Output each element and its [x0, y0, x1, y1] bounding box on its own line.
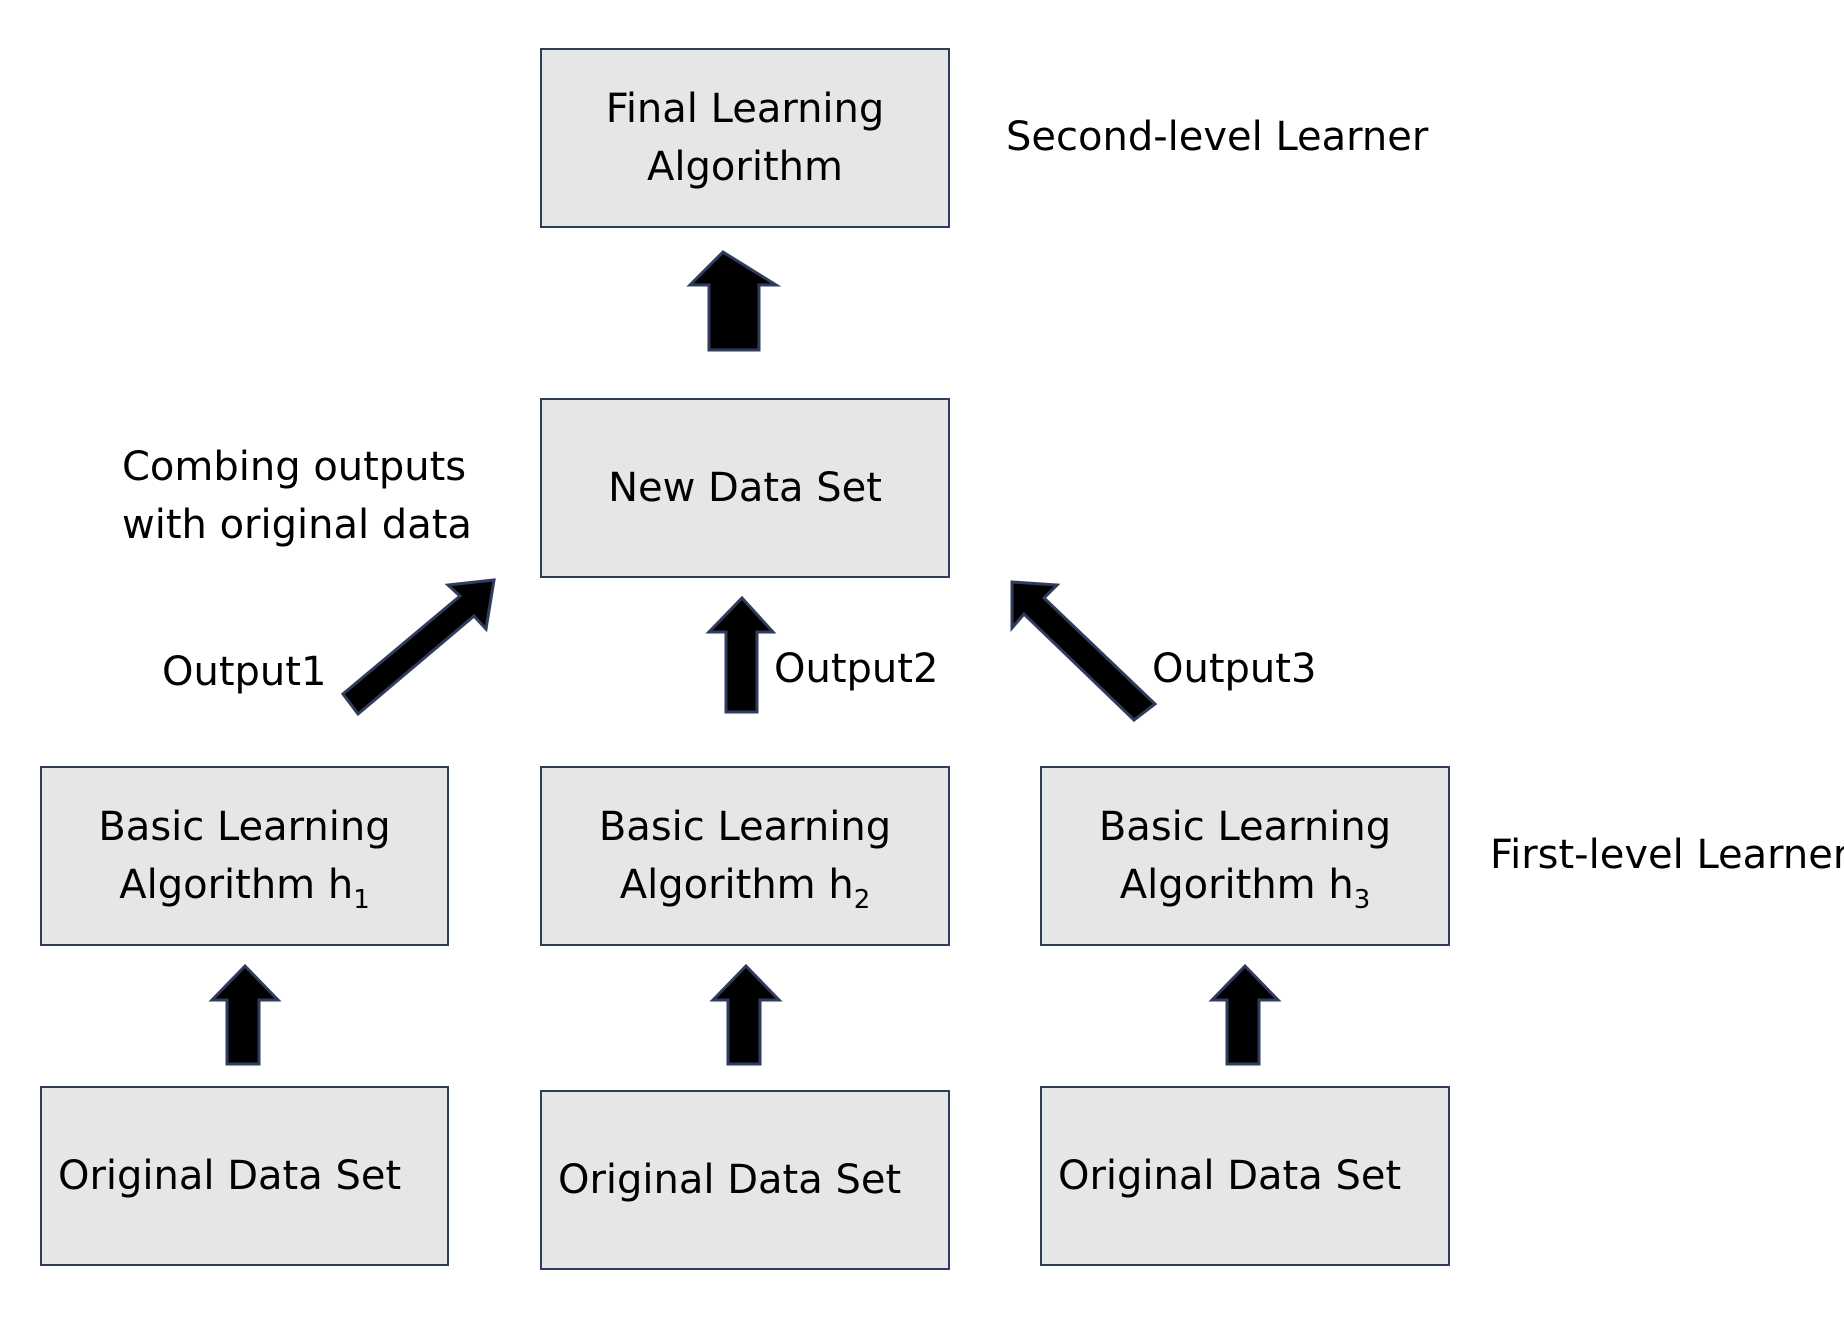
orig3-label: Original Data Set: [1058, 1153, 1402, 1199]
original-data-set-box-1: Original Data Set: [40, 1086, 449, 1266]
basic-learning-algorithm-h1-box: Basic Learning Algorithm h1: [40, 766, 449, 946]
final-box-line2: Algorithm: [647, 144, 843, 190]
output3-label: Output3: [1152, 646, 1317, 692]
basic1-line2: Algorithm h1: [119, 856, 370, 914]
orig1-label: Original Data Set: [58, 1153, 402, 1199]
arrow-orig1-to-basic1: [208, 963, 282, 1066]
final-learning-algorithm-box: Final Learning Algorithm: [540, 48, 950, 228]
basic-learning-algorithm-h3-box: Basic Learning Algorithm h3: [1040, 766, 1450, 946]
basic2-line1: Basic Learning: [598, 804, 892, 850]
arrow-orig3-to-basic3: [1208, 963, 1282, 1066]
basic1-line2-text: Algorithm h: [119, 862, 354, 908]
basic2-subscript: 2: [853, 885, 871, 915]
first-level-learner-label: First-level Learner: [1490, 832, 1844, 878]
orig2-label: Original Data Set: [558, 1157, 902, 1203]
basic1-subscript: 1: [353, 885, 370, 915]
new-data-set-box: New Data Set: [540, 398, 950, 578]
original-data-set-box-3: Original Data Set: [1040, 1086, 1450, 1266]
arrow-new-to-final: [686, 250, 782, 352]
combining-line2: with original data: [122, 502, 472, 548]
original-data-set-box-2: Original Data Set: [540, 1090, 950, 1270]
basic1-line1: Basic Learning: [98, 804, 391, 850]
arrow-orig2-to-basic2: [709, 963, 783, 1066]
combining-line1: Combing outputs: [122, 444, 467, 490]
arrow-output3: [1010, 580, 1158, 722]
combining-outputs-label: Combing outputs with original data: [122, 438, 472, 554]
basic3-line2-text: Algorithm h: [1119, 862, 1354, 908]
output1-label: Output1: [162, 649, 327, 695]
basic2-line2-text: Algorithm h: [619, 862, 854, 908]
arrow-output2: [705, 595, 777, 714]
arrow-output1: [340, 578, 496, 717]
basic3-line1: Basic Learning: [1098, 804, 1392, 850]
basic-learning-algorithm-h2-box: Basic Learning Algorithm h2: [540, 766, 950, 946]
output2-label: Output2: [774, 646, 939, 692]
new-data-set-label: New Data Set: [608, 465, 882, 511]
basic3-subscript: 3: [1353, 885, 1371, 915]
basic3-line2: Algorithm h3: [1120, 856, 1371, 914]
second-level-learner-label: Second-level Learner: [1006, 114, 1429, 160]
basic2-line2: Algorithm h2: [620, 856, 871, 914]
final-box-line1: Final Learning: [605, 86, 885, 132]
